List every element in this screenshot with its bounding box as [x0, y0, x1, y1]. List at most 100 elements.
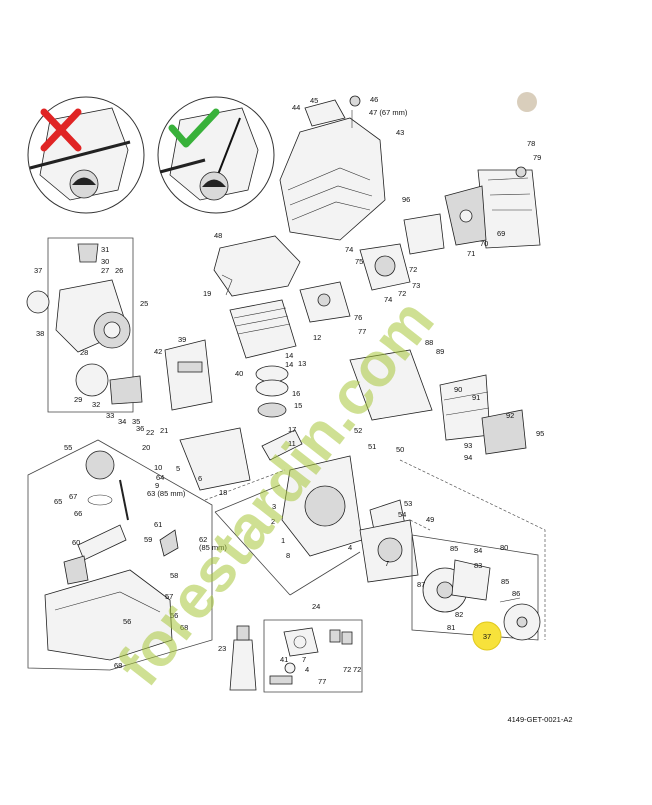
part-label: 16	[292, 389, 300, 398]
part-label: 61	[154, 520, 162, 529]
part-label: 34	[118, 417, 126, 426]
part-label: 32	[92, 400, 100, 409]
part-label: 91	[472, 393, 480, 402]
wrong-assembly-illustration	[27, 96, 145, 214]
sealant-tube	[229, 625, 257, 691]
part-label: 52	[354, 426, 362, 435]
part-label: 2	[271, 517, 275, 526]
part-label: 77	[358, 327, 366, 336]
highlight-callout: 37	[472, 621, 502, 651]
part-label: 38	[36, 329, 44, 338]
part-label: 15	[294, 401, 302, 410]
gasket-kit-box	[263, 619, 363, 693]
part-label: 37	[34, 266, 42, 275]
part-label: 57	[165, 592, 173, 601]
part-label: 90	[454, 385, 462, 394]
part-label: 72	[398, 289, 406, 298]
crankcase-fan-housing-group	[179, 349, 527, 583]
part-label: 4	[348, 543, 352, 552]
part-label: 83	[474, 561, 482, 570]
part-label: 7	[385, 559, 389, 568]
part-label: 78	[527, 139, 535, 148]
part-label: 94	[464, 453, 472, 462]
part-label: 27	[101, 266, 109, 275]
part-label: 68	[180, 623, 188, 632]
part-label: 45	[310, 96, 318, 105]
part-label: 10	[154, 463, 162, 472]
part-label: 13	[298, 359, 306, 368]
part-label: 29	[74, 395, 82, 404]
part-label: 46	[370, 95, 378, 104]
reference-code: 4149-GET-0021-A2	[507, 715, 572, 724]
part-label: 5	[176, 464, 180, 473]
part-label: 71	[467, 249, 475, 258]
part-label: 70	[480, 239, 488, 248]
part-label: 12	[313, 333, 321, 342]
part-label: 44	[292, 103, 300, 112]
part-label: 40	[235, 369, 243, 378]
carburetor-group	[299, 213, 445, 323]
part-label: 6	[198, 474, 202, 483]
part-label: 17	[288, 425, 296, 434]
part-label: 84	[474, 546, 482, 555]
part-label: (85 mm)	[199, 543, 227, 552]
correct-assembly-illustration	[157, 96, 275, 214]
part-label: 22	[146, 428, 154, 437]
part-label: 85	[450, 544, 458, 553]
part-label: 77	[318, 677, 326, 686]
part-label: 28	[80, 348, 88, 357]
part-label: 9	[155, 481, 159, 490]
part-label: 65	[54, 497, 62, 506]
part-label: 56	[170, 611, 178, 620]
part-label: 85	[501, 577, 509, 586]
part-label: 33	[106, 411, 114, 420]
part-label: 63 (85 mm)	[147, 489, 186, 498]
part-label: 35	[132, 417, 140, 426]
part-label: 74	[384, 295, 392, 304]
part-label: 67	[69, 492, 77, 501]
part-label: 14	[285, 360, 293, 369]
part-label: 31	[101, 245, 109, 254]
part-label: 81	[447, 623, 455, 632]
part-label: 25	[140, 299, 148, 308]
part-label: 43	[396, 128, 404, 137]
part-label: 69	[497, 229, 505, 238]
part-label: 1	[281, 536, 285, 545]
part-label: 68	[114, 661, 122, 670]
assembly-guide-lines	[204, 459, 546, 640]
part-label: 51	[368, 442, 376, 451]
part-label: 41	[280, 655, 288, 664]
part-label: 60	[72, 538, 80, 547]
part-label: 95	[536, 429, 544, 438]
part-label: 56	[123, 617, 131, 626]
part-label: 88	[425, 338, 433, 347]
part-label: 55	[64, 443, 72, 452]
callout-number: 37	[483, 632, 491, 641]
part-label: 4	[305, 665, 309, 674]
part-label: 50	[396, 445, 404, 454]
part-label: 36	[136, 424, 144, 433]
part-label: 86	[512, 589, 520, 598]
part-label: 21	[160, 426, 168, 435]
part-label: 30	[101, 257, 109, 266]
part-label: 66	[74, 509, 82, 518]
part-label: 54	[398, 510, 406, 519]
part-label: 80	[500, 543, 508, 552]
air-filter-housing	[444, 166, 541, 249]
part-label: 18	[219, 488, 227, 497]
part-label: 76	[354, 313, 362, 322]
starter-assembly-box	[26, 237, 143, 413]
part-label: 79	[533, 153, 541, 162]
part-label: 24	[312, 602, 320, 611]
part-label: 72	[353, 665, 361, 674]
part-label: 87	[417, 580, 425, 589]
part-label: 72	[343, 665, 351, 674]
part-label: 39	[178, 335, 186, 344]
part-label: 62	[199, 535, 207, 544]
part-label: 93	[464, 441, 472, 450]
part-label: 59	[144, 535, 152, 544]
part-label: 7	[302, 655, 306, 664]
